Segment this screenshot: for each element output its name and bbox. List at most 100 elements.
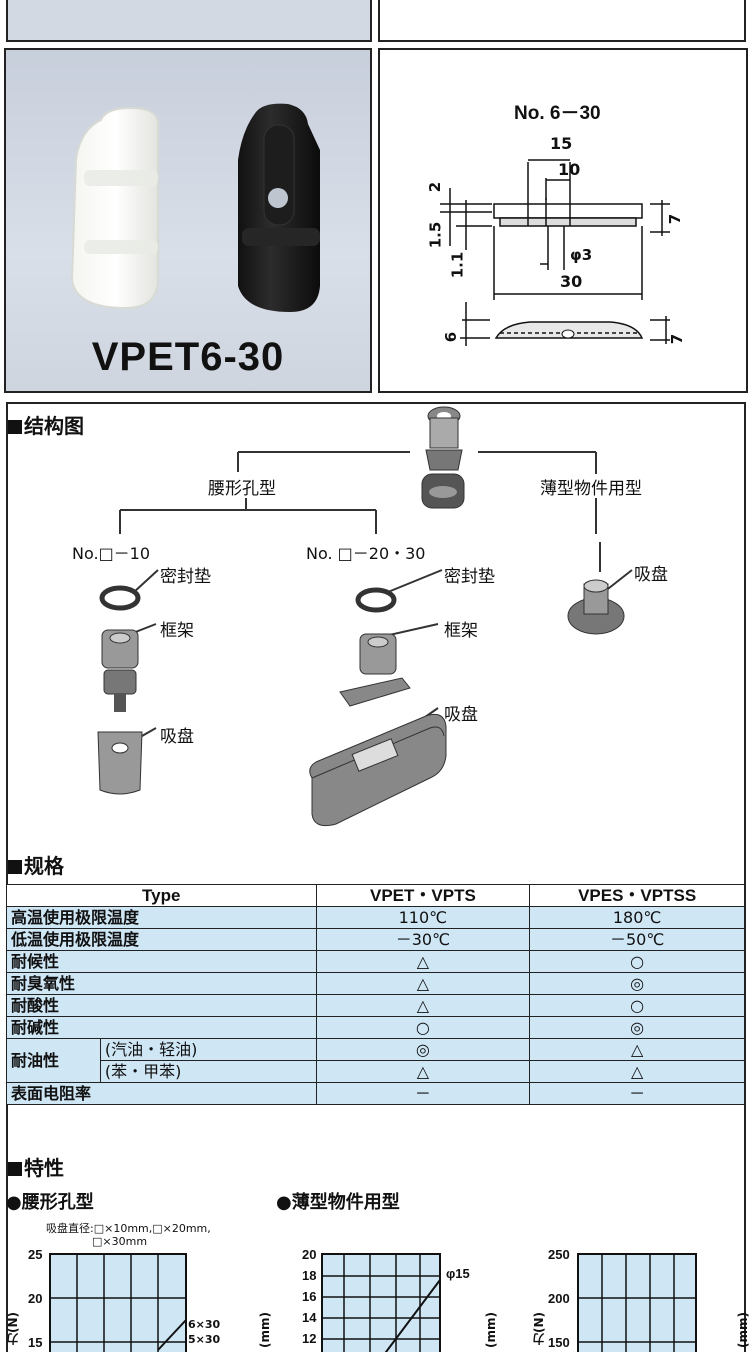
top-right-panel: [378, 0, 746, 42]
cup-label-right: 吸盘: [444, 705, 478, 725]
dim-2: 2: [426, 181, 445, 193]
frame-label-left: 框架: [160, 621, 194, 641]
row-value: △: [315, 1060, 531, 1083]
structure-panel: [6, 402, 746, 1352]
dim-1-1: 1.1: [448, 251, 467, 279]
seal-label-right: 密封垫: [444, 567, 495, 587]
suction-cup-image: [70, 103, 320, 312]
row-value: △: [529, 1038, 745, 1061]
dimension-drawing: No. 6－30: [378, 48, 748, 393]
spec-title: 规格: [8, 850, 64, 879]
cup-diameter-note-2: □×30mm: [92, 1235, 148, 1248]
row-value: －: [529, 1082, 745, 1105]
chart-grids: [49, 1253, 697, 1352]
chart2-xunit: (mm): [484, 1312, 498, 1348]
row-value: －50℃: [529, 928, 745, 951]
product-label: VPET6-30: [91, 335, 285, 379]
dim-7-bottom: 7: [668, 333, 687, 345]
product-photo: VPET6-30: [4, 48, 372, 393]
chart3-grid: [577, 1253, 697, 1352]
chart3-tick: 150: [548, 1335, 570, 1350]
row-value: △: [315, 972, 531, 995]
dim-10: 10: [558, 160, 581, 179]
dim-6: 6: [442, 331, 461, 343]
dim-30: 30: [560, 272, 583, 291]
oil-sub: (汽油・轻油): [99, 1038, 317, 1061]
thin-type-label: 薄型物件用型: [540, 479, 642, 499]
cup-diameter-note: 吸盘直径:□×10mm,□×20mm,: [46, 1222, 211, 1235]
spec-header-row: Type VPET・VPTS VPES・VPTSS: [6, 884, 745, 907]
row-name: 高温使用极限温度: [6, 906, 317, 929]
table-row: 耐酸性△○: [6, 994, 745, 1017]
row-value: 180℃: [529, 906, 745, 929]
dimension-lines: [440, 159, 670, 346]
dim-15: 15: [550, 134, 573, 153]
dim-7: 7: [666, 213, 685, 225]
row-name: 耐候性: [6, 950, 317, 973]
row-value: △: [529, 1060, 745, 1083]
no10-label: No.□－10: [72, 544, 151, 563]
chart2-tick: 12: [302, 1331, 317, 1346]
chart3-tick: 250: [548, 1247, 570, 1262]
chart2-grid: [321, 1253, 441, 1352]
row-name: 耐碱性: [6, 1016, 317, 1039]
row-value: ◎: [529, 1016, 745, 1039]
table-row: (苯・甲苯) △ △: [7, 1060, 745, 1083]
oil-name: 耐油性: [6, 1038, 101, 1083]
row-value: ○: [529, 950, 745, 973]
row-value: △: [315, 950, 531, 973]
chart2-series-label: φ15: [446, 1266, 470, 1281]
fitting-icon: [421, 406, 465, 509]
cup-right-icon: [309, 713, 447, 827]
row-value: ○: [529, 994, 745, 1017]
chart2-ylabel: 力(N): [532, 1312, 546, 1346]
characteristics-title: 特性: [8, 1152, 64, 1181]
row-value: －: [315, 1082, 531, 1105]
seal-label-left: 密封垫: [160, 567, 211, 587]
spec-header-vpet: VPET・VPTS: [315, 884, 531, 907]
row-name: 表面电阻率: [6, 1082, 317, 1105]
chart1-grid: [49, 1253, 187, 1352]
row-value: ◎: [529, 972, 745, 995]
row-name: 耐臭氧性: [6, 972, 317, 995]
waist-chart-title: ●腰形孔型: [6, 1192, 94, 1213]
spec-header-vpes: VPES・VPTSS: [529, 884, 745, 907]
table-row: 耐碱性○◎: [6, 1016, 745, 1039]
chart1-series-label: 5×30: [188, 1333, 221, 1346]
chart1-tick: 25: [28, 1247, 43, 1262]
row-name: 耐酸性: [6, 994, 317, 1017]
chart1-ylabel: 力(N): [6, 1312, 20, 1346]
row-name: 低温使用极限温度: [6, 928, 317, 951]
dim-1-5: 1.5: [426, 221, 445, 249]
frame-label-right: 框架: [444, 621, 478, 641]
cup-thin-icon: [567, 579, 625, 635]
chart2-tick: 16: [302, 1289, 317, 1304]
structure-diagram: [97, 406, 633, 827]
top-left-panel: [6, 0, 372, 42]
oil-sub: (苯・甲苯): [99, 1060, 317, 1083]
chart2-tick: 20: [302, 1247, 317, 1262]
dim-phi3: φ3: [570, 246, 593, 264]
table-row: 表面电阻率－－: [6, 1082, 745, 1105]
chart2-tick: 14: [302, 1310, 317, 1325]
drawing-title: No. 6－30: [514, 103, 601, 124]
structure-title: 结构图: [8, 410, 84, 439]
frame-right-icon: [339, 633, 411, 707]
cup-label-thin: 吸盘: [634, 565, 668, 585]
cup-left-icon: [97, 731, 143, 795]
no20-label: No. □－20・30: [306, 544, 426, 563]
thin-chart-title: ●薄型物件用型: [276, 1192, 400, 1213]
chart1-xunit: (mm): [258, 1312, 272, 1348]
cup-label-left: 吸盘: [160, 727, 194, 747]
row-value: 110℃: [315, 906, 531, 929]
table-row: 耐油性 (汽油・轻油) ◎ △: [6, 1038, 745, 1083]
table-row: 低温使用极限温度－30℃－50℃: [6, 928, 745, 951]
table-row: 耐臭氧性△◎: [6, 972, 745, 995]
row-value: △: [315, 994, 531, 1017]
waist-type-label: 腰形孔型: [208, 479, 276, 499]
chart2-tick: 18: [302, 1268, 317, 1283]
row-value: －30℃: [315, 928, 531, 951]
spec-header-type: Type: [6, 884, 317, 907]
